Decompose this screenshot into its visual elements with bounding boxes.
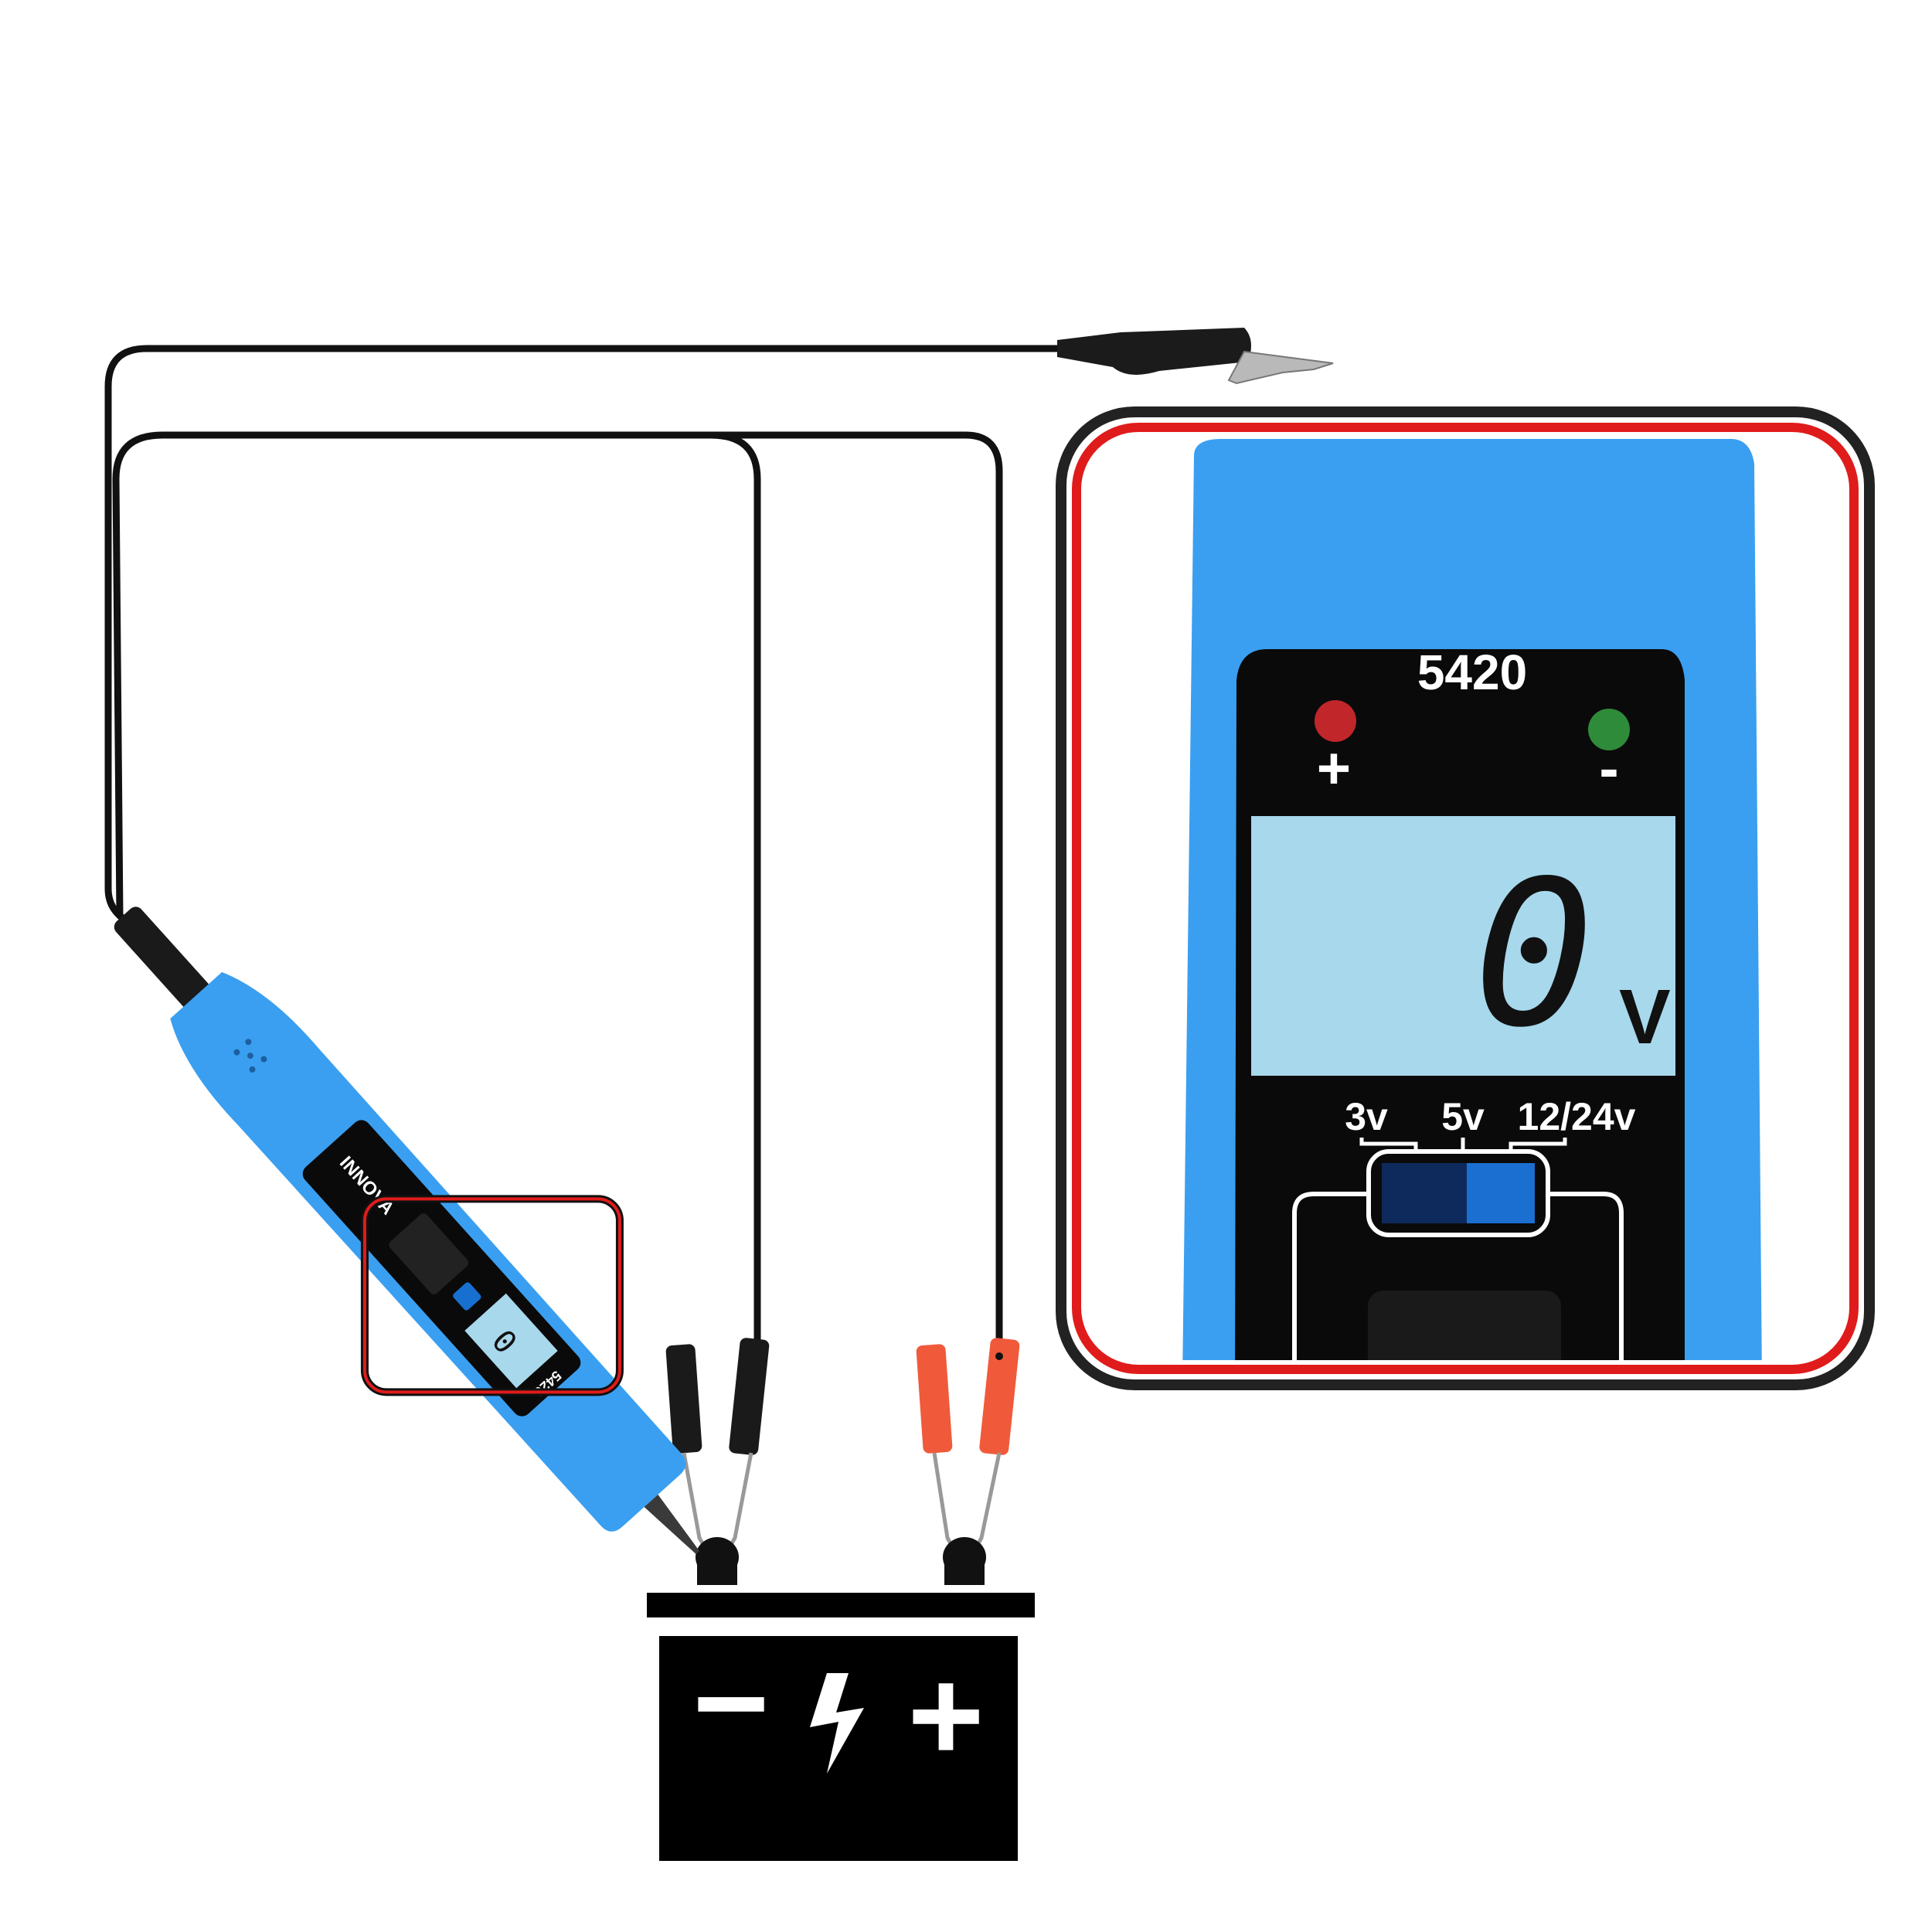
battery-positive-label: + bbox=[907, 1642, 984, 1789]
range-label-3v: 3v bbox=[1345, 1095, 1388, 1138]
lightning-icon bbox=[810, 1673, 864, 1774]
probe-wire-red bbox=[692, 431, 1003, 1349]
tester-lcd bbox=[464, 1293, 558, 1389]
tester-probe-tip bbox=[644, 1494, 699, 1554]
tester-button[interactable] bbox=[387, 1212, 471, 1297]
button-frame bbox=[1292, 1192, 1624, 1360]
inset-lcd bbox=[1251, 816, 1675, 1076]
probe-wire-black bbox=[112, 431, 761, 1349]
positive-led-label: + bbox=[1317, 736, 1351, 801]
inset-model-label: 5420 bbox=[1417, 645, 1527, 700]
black-battery-clip[interactable] bbox=[665, 1337, 770, 1585]
ground-alligator-clip[interactable] bbox=[1057, 328, 1334, 385]
tester-cable-strain-relief bbox=[114, 906, 211, 1010]
range-switch-track bbox=[1382, 1163, 1467, 1223]
red-battery-clip[interactable] bbox=[916, 1337, 1020, 1585]
lcd-unit: V bbox=[1619, 974, 1671, 1060]
battery-negative-label: − bbox=[692, 1630, 769, 1777]
tester-range-switch[interactable] bbox=[452, 1281, 483, 1312]
lcd-reading: 0 bbox=[1474, 838, 1595, 1072]
circuit-tester[interactable]: INNOVA 0 5420 bbox=[19, 795, 830, 1646]
range-label-5v: 5v bbox=[1441, 1095, 1485, 1138]
negative-led-label: - bbox=[1599, 736, 1618, 801]
inset-tester-button[interactable] bbox=[1368, 1291, 1561, 1391]
battery-symbol: − + bbox=[647, 1593, 1035, 1861]
display-zoom-inset: 5420 + - 0 V 3v 5v 12/24v bbox=[1056, 406, 1875, 1391]
range-label-12-24v: 12/24v bbox=[1518, 1095, 1636, 1138]
range-switch-knob[interactable] bbox=[1467, 1163, 1535, 1223]
speaker-grille-icon bbox=[233, 1039, 267, 1073]
negative-led-icon bbox=[1588, 709, 1630, 750]
positive-led-icon bbox=[1315, 700, 1356, 742]
battery-top-bar bbox=[647, 1593, 1035, 1617]
wires bbox=[104, 345, 1063, 1349]
